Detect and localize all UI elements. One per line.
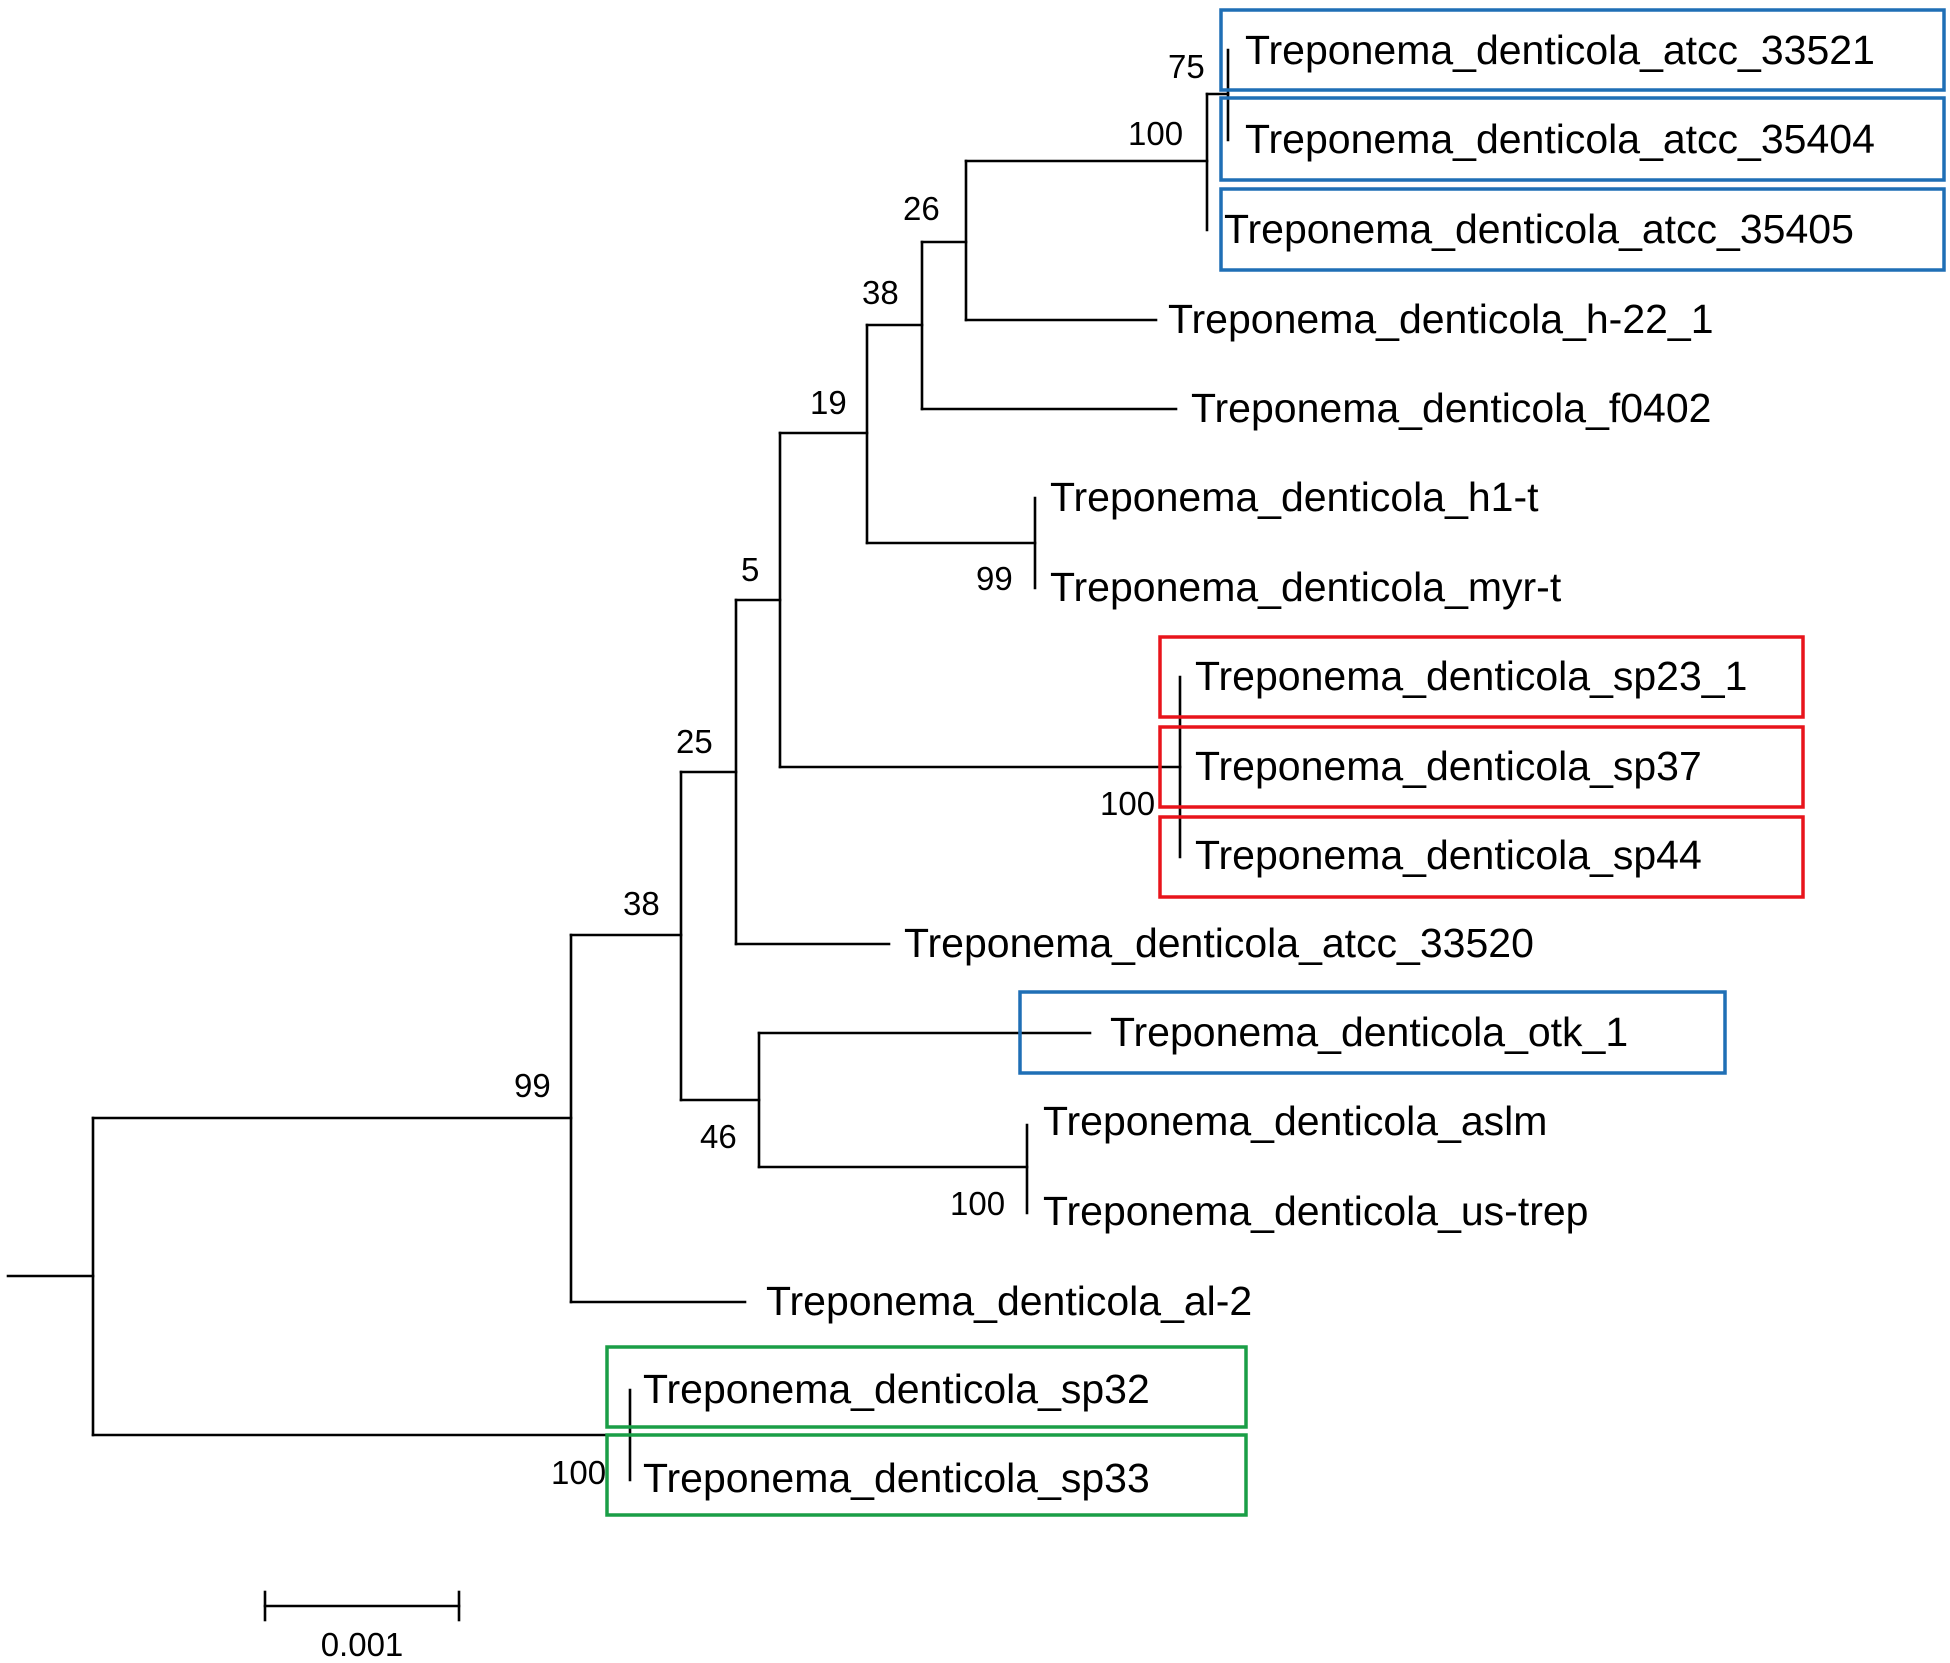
taxon-label: Treponema_denticola_al-2 bbox=[766, 1278, 1252, 1324]
highlight-box-atcc-33521 bbox=[1219, 8, 1946, 92]
highlight-box-sp33 bbox=[605, 1433, 1248, 1517]
taxon-label: Treponema_denticola_atcc_35405 bbox=[1224, 206, 1854, 252]
taxon-label: Treponema_denticola_h-22_1 bbox=[1168, 296, 1714, 342]
highlight-box-otk-1 bbox=[1018, 990, 1727, 1075]
highlight-box-sp44 bbox=[1158, 815, 1805, 899]
support-values: 75 100 26 38 19 99 5 100 25 38 46 100 99… bbox=[514, 48, 1205, 1491]
taxon-label: Treponema_denticola_aslm bbox=[1043, 1098, 1547, 1144]
support-value: 38 bbox=[862, 274, 899, 311]
scale-bar: 0.001 bbox=[263, 1590, 461, 1663]
support-value: 5 bbox=[741, 551, 759, 588]
support-value: 19 bbox=[810, 384, 847, 421]
taxon-labels: Treponema_denticola_atcc_33521 Treponema… bbox=[643, 27, 1875, 1501]
highlight-box-atcc-35404 bbox=[1219, 96, 1946, 182]
taxon-label: Treponema_denticola_otk_1 bbox=[1110, 1009, 1628, 1055]
taxon-label: Treponema_denticola_sp37 bbox=[1195, 743, 1702, 789]
taxon-label: Treponema_denticola_atcc_33520 bbox=[904, 920, 1534, 966]
highlight-boxes bbox=[605, 8, 1946, 1517]
taxon-label: Treponema_denticola_us-trep bbox=[1043, 1188, 1588, 1234]
support-value: 75 bbox=[1168, 48, 1205, 85]
support-value: 26 bbox=[903, 190, 940, 227]
support-value: 46 bbox=[700, 1118, 737, 1155]
support-value: 100 bbox=[551, 1454, 606, 1491]
support-value: 100 bbox=[1128, 115, 1183, 152]
support-value: 99 bbox=[976, 560, 1013, 597]
support-value: 38 bbox=[623, 885, 660, 922]
taxon-label: Treponema_denticola_sp32 bbox=[643, 1366, 1150, 1412]
taxon-label: Treponema_denticola_sp44 bbox=[1195, 832, 1702, 878]
highlight-box-sp37 bbox=[1158, 725, 1805, 809]
highlight-box-sp23-1 bbox=[1158, 635, 1805, 719]
tree-branches bbox=[6, 48, 1230, 1482]
taxon-label: Treponema_denticola_f0402 bbox=[1191, 385, 1711, 431]
taxon-label: Treponema_denticola_sp33 bbox=[643, 1455, 1150, 1501]
highlight-box-sp32 bbox=[605, 1345, 1248, 1429]
support-value: 99 bbox=[514, 1067, 551, 1104]
support-value: 100 bbox=[1100, 785, 1155, 822]
taxon-label: Treponema_denticola_atcc_33521 bbox=[1245, 27, 1875, 73]
taxon-label: Treponema_denticola_myr-t bbox=[1050, 564, 1562, 610]
scale-bar-label: 0.001 bbox=[321, 1626, 404, 1663]
support-value: 25 bbox=[676, 723, 713, 760]
taxon-label: Treponema_denticola_h1-t bbox=[1050, 474, 1539, 520]
taxon-label: Treponema_denticola_sp23_1 bbox=[1195, 653, 1747, 699]
taxon-label: Treponema_denticola_atcc_35404 bbox=[1245, 116, 1875, 162]
highlight-box-atcc-35405 bbox=[1219, 187, 1946, 272]
support-value: 100 bbox=[950, 1185, 1005, 1222]
